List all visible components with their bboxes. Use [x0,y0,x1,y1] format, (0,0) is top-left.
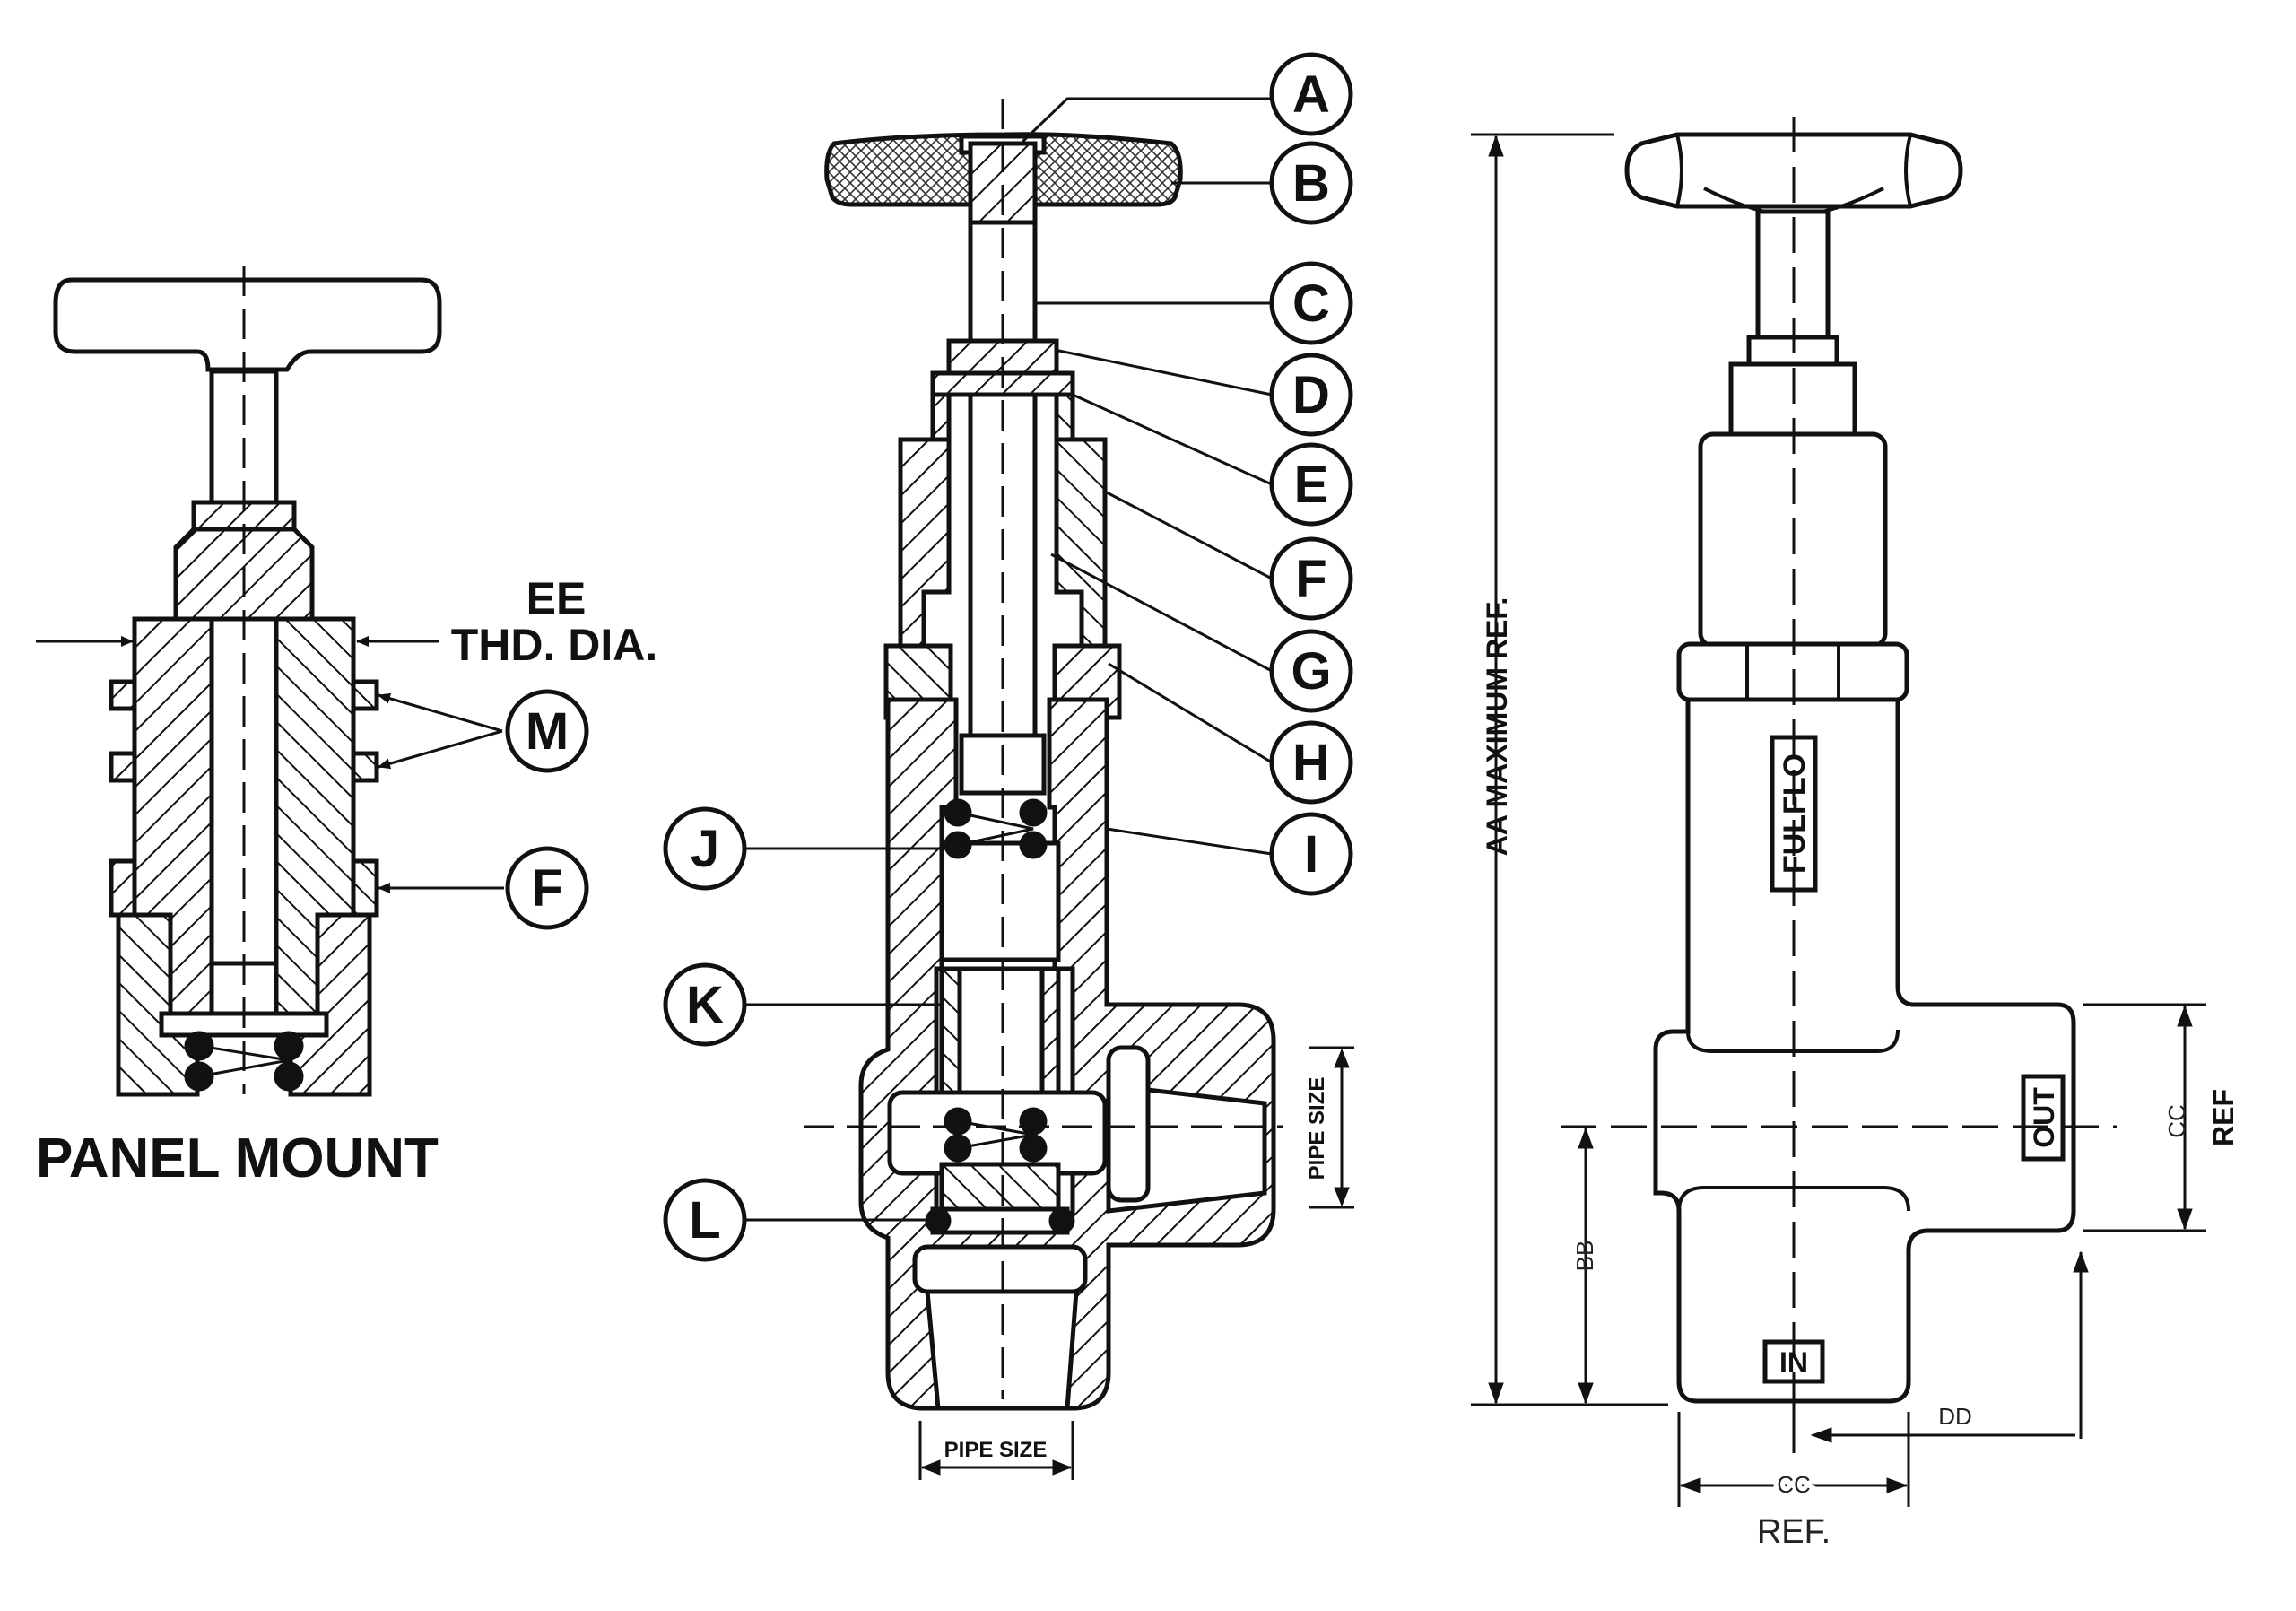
outline-view [1471,117,2206,1507]
callout-f-letter: F [1295,550,1326,608]
ee-label: EE [526,573,587,623]
callout-i: I [1269,812,1353,896]
pipe-size-side-label: PIPE SIZE [1305,1077,1329,1180]
callout-m: M [505,689,589,773]
bb-dimension-label: BB [1571,1241,1598,1272]
callout-a: A [1269,52,1353,136]
callout-j: J [663,806,747,891]
callout-k-letter: K [686,976,724,1034]
panel-handle [53,277,442,372]
callout-b: B [1269,141,1353,225]
ref-right-label: REF [2207,1089,2239,1146]
callout-b-letter: B [1292,154,1330,213]
aa-dimension-label: AA MAXIMUM REF. [1481,597,1513,857]
callout-h-letter: H [1292,734,1330,792]
callout-l-letter: L [689,1191,720,1250]
callout-f-panel-letter: F [531,859,562,918]
callout-h: H [1269,720,1353,805]
callout-j-letter: J [691,820,719,878]
callout-f-panel: F [505,846,589,930]
dd-dimension-label: DD [1938,1403,1972,1430]
panel-mount-view [36,266,504,1097]
panel-mount-title: PANEL MOUNT [36,1128,439,1189]
callout-i-letter: I [1304,825,1318,884]
callout-k: K [663,962,747,1047]
brand-label: FULFLO [1778,753,1812,874]
callout-g: G [1269,629,1353,713]
callout-f: F [1269,536,1353,621]
callout-e: E [1269,442,1353,527]
callout-m-letter: M [526,702,569,761]
cc-right-label: CC [2163,1104,2190,1138]
callout-d: D [1269,353,1353,437]
cc-bottom-label: CC [1777,1471,1811,1498]
callout-a-letter: A [1292,65,1330,124]
callout-e-letter: E [1294,456,1329,514]
section-view [744,97,1354,1480]
in-port-label: IN [1779,1346,1808,1379]
callout-c: C [1269,261,1353,345]
pipe-size-bottom-label: PIPE SIZE [944,1438,1048,1462]
callout-c-letter: C [1292,274,1330,333]
out-port-label: OUT [2028,1087,2060,1148]
callout-g-letter: G [1291,642,1331,701]
thd-dia-label: THD. DIA. [451,620,658,670]
callout-l: L [663,1178,747,1262]
ref-bottom-label: REF. [1757,1513,1831,1551]
callout-d-letter: D [1292,366,1330,424]
